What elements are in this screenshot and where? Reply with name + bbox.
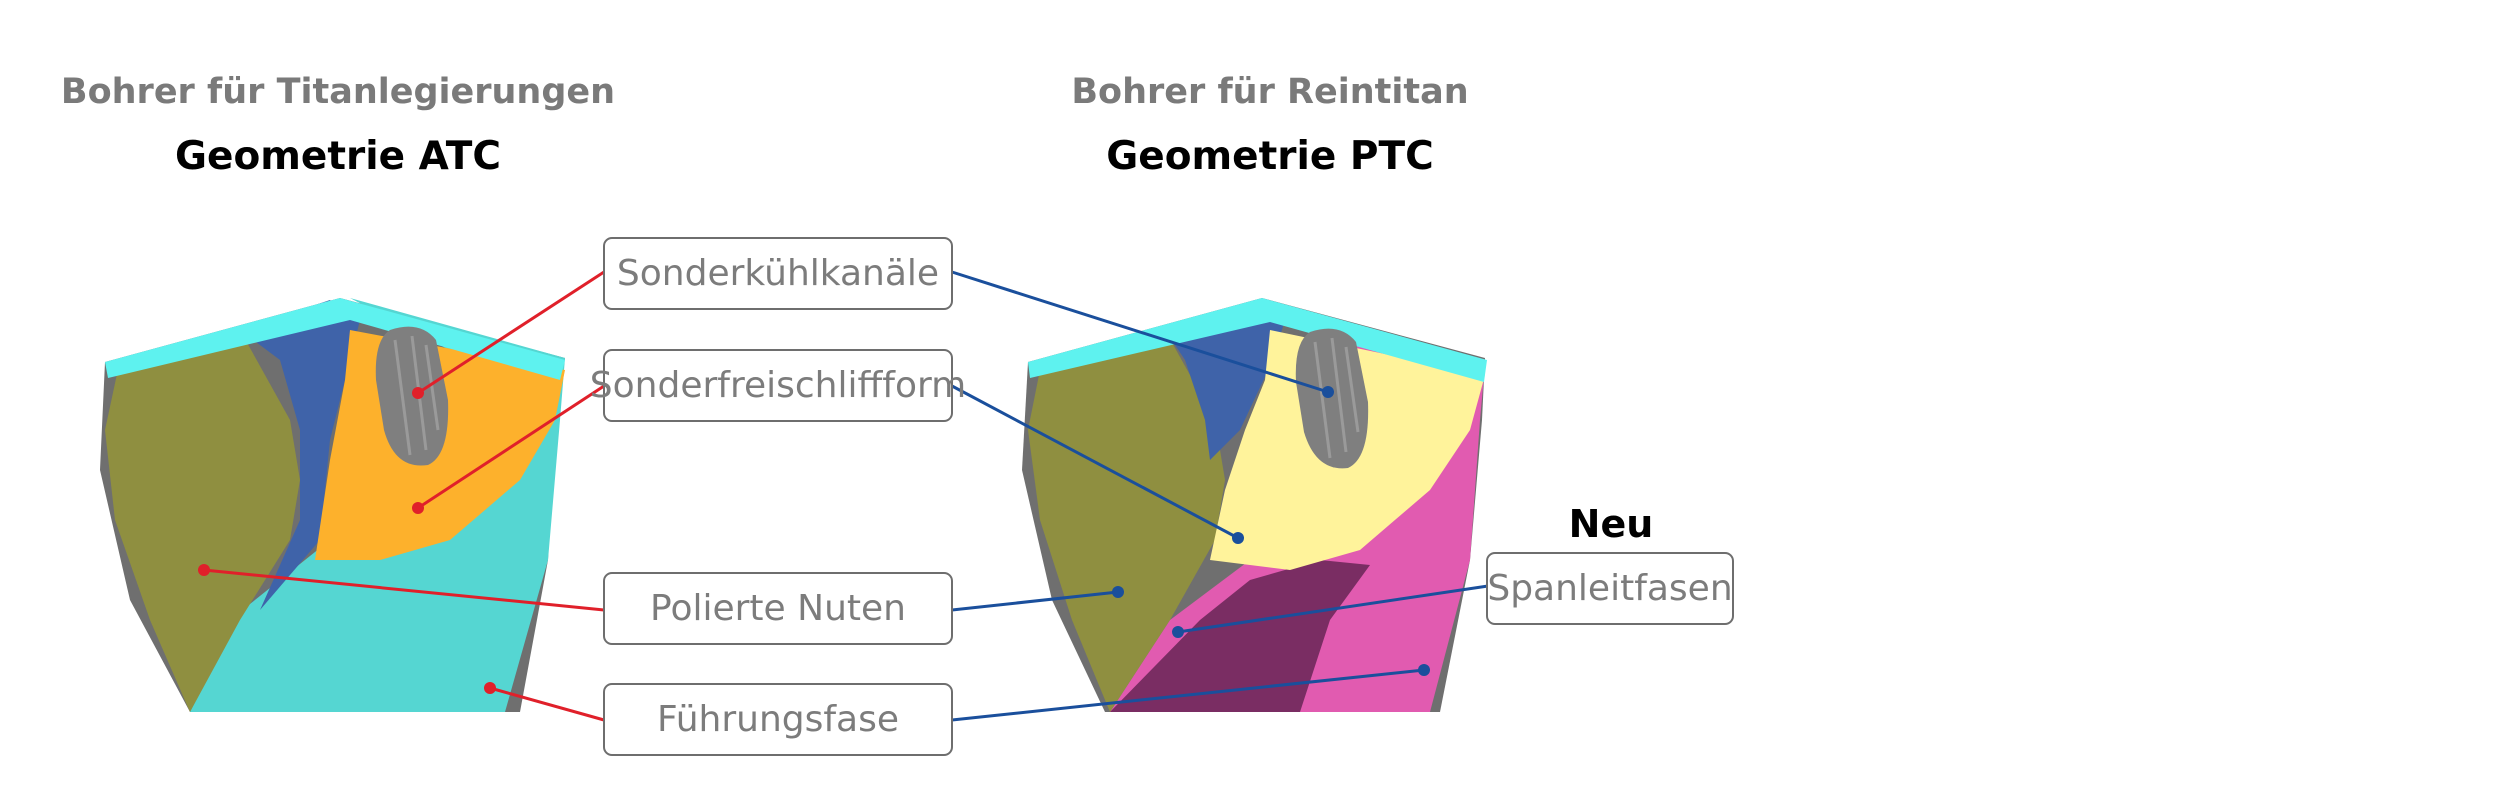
marker-margin-left	[484, 682, 496, 694]
new-feature-badge: Neu	[1486, 502, 1736, 546]
callout-guide-margin: Führungsfase	[603, 683, 953, 756]
right-drill-illustration	[1022, 298, 1487, 712]
callout-polished-flutes: Polierte Nuten	[603, 572, 953, 645]
marker-margin-right	[1418, 664, 1430, 676]
marker-relief-right	[1232, 532, 1244, 544]
marker-chip-chamfer	[1172, 626, 1184, 638]
left-drill-illustration	[100, 298, 565, 712]
marker-flutes-right	[1112, 586, 1124, 598]
callout-chip-chamfers: Spanleitfasen	[1486, 552, 1734, 625]
marker-flutes-left	[198, 564, 210, 576]
callout-coolant-channels: Sonderkühlkanäle	[603, 237, 953, 310]
marker-coolant-right	[1322, 386, 1334, 398]
marker-relief-left	[412, 502, 424, 514]
callout-relief-form: Sonderfreischliffform	[603, 349, 953, 422]
marker-coolant-left	[412, 387, 424, 399]
